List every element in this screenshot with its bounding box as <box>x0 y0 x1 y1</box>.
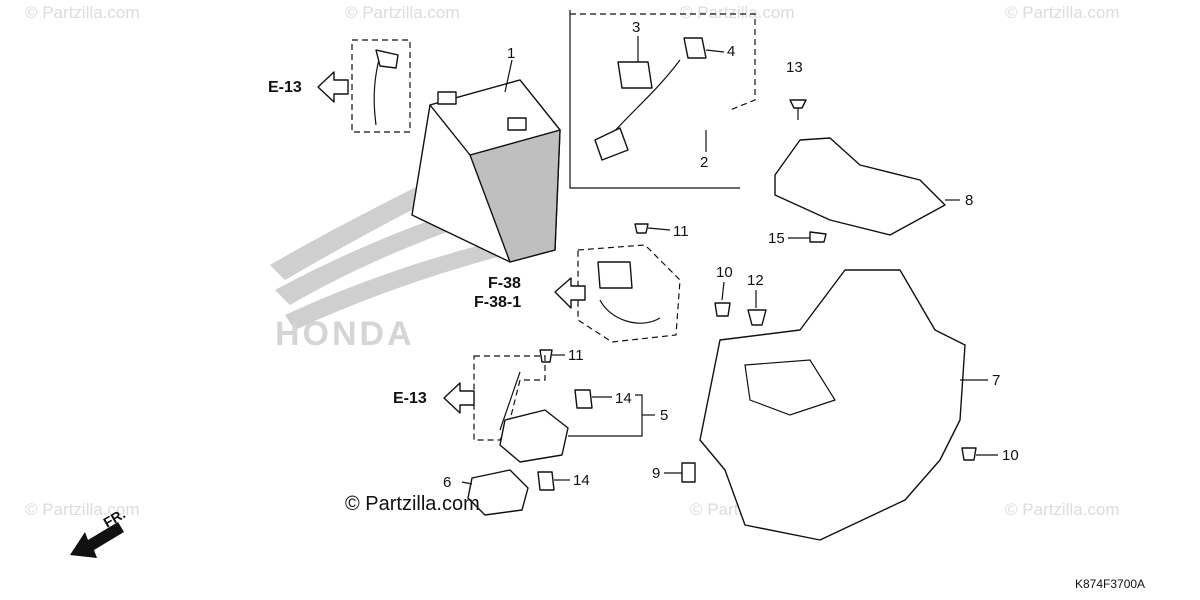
bolt-10-right <box>961 447 977 461</box>
watermark: © Partzilla.com <box>680 3 795 22</box>
callout-11a: 11 <box>673 223 689 240</box>
cable-set-box <box>569 10 740 189</box>
cable-terminal <box>375 49 399 69</box>
arrow-left-icon <box>554 277 586 309</box>
cable-detail-box <box>351 39 411 133</box>
callout-13: 13 <box>786 59 803 76</box>
logo-text: HONDA <box>275 315 415 353</box>
callout-14b: 14 <box>573 472 590 489</box>
ref-e13-top: E-13 <box>268 79 302 96</box>
partzilla-credit: © Partzilla.com <box>345 493 480 515</box>
fuse-14-lower <box>537 471 555 491</box>
callout-10b: 10 <box>1002 447 1019 464</box>
watermark: © Partzilla.com <box>1005 500 1120 519</box>
callout-4: 4 <box>727 43 735 60</box>
callout-2: 2 <box>700 154 708 171</box>
callout-9: 9 <box>652 465 660 482</box>
fuse-14-upper <box>574 389 593 409</box>
callout-14a: 14 <box>615 390 632 407</box>
ref-f38: F-38 <box>488 275 521 292</box>
bolt-11-lower <box>539 349 553 363</box>
clip-9 <box>681 462 696 483</box>
bolt-13 <box>789 99 807 109</box>
fuse-box <box>467 469 529 516</box>
callout-3: 3 <box>632 19 640 36</box>
watermark: © Partzilla.com <box>25 500 140 519</box>
arrow-left-icon <box>317 71 349 103</box>
callout-1: 1 <box>507 45 515 62</box>
callout-8: 8 <box>965 192 973 209</box>
bolt-11-top <box>634 223 649 234</box>
clip-15 <box>809 231 827 243</box>
harness-detail-box <box>577 244 681 343</box>
battery <box>411 79 561 263</box>
callout-15: 15 <box>768 230 785 247</box>
relay-harness-box <box>473 355 546 441</box>
callout-5: 5 <box>660 407 668 424</box>
bolt-12 <box>747 309 767 326</box>
callout-10a: 10 <box>716 264 733 281</box>
callout-12: 12 <box>747 272 764 289</box>
diagram-code: K874F3700A <box>1075 577 1145 591</box>
ref-f38-1: F-38-1 <box>474 294 521 311</box>
callout-6: 6 <box>443 474 451 491</box>
battery-cover <box>699 269 966 541</box>
callout-11b: 11 <box>568 347 584 364</box>
starter-relay <box>499 409 569 463</box>
watermark: © Partzilla.com <box>1005 3 1120 22</box>
callout-7: 7 <box>992 372 1000 389</box>
bolt-10-upper <box>714 302 731 317</box>
watermarks: © Partzilla.com © Partzilla.com © Partzi… <box>25 3 1120 519</box>
arrow-left-icon <box>443 382 475 414</box>
watermark: © Partzilla.com <box>345 3 460 22</box>
battery-tray <box>774 137 946 236</box>
watermark: © Partzilla.com <box>25 3 140 22</box>
ref-e13-bottom: E-13 <box>393 390 427 407</box>
